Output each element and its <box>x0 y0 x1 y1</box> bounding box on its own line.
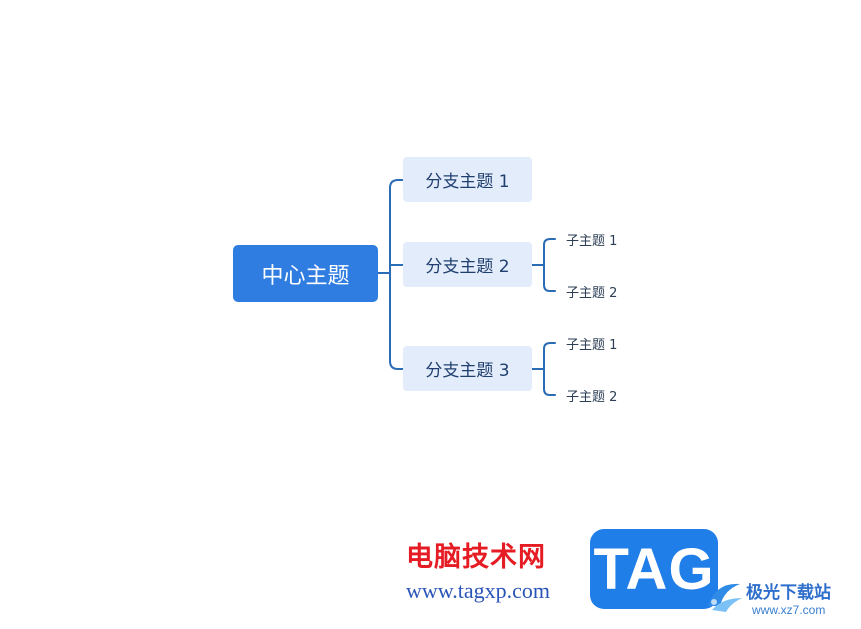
central-topic[interactable]: 中心主题 <box>233 245 378 302</box>
branch-topic-3[interactable]: 分支主题 3 <box>403 346 532 391</box>
watermark-site-url: www.tagxp.com <box>406 578 550 603</box>
aurora-logo-icon <box>708 583 742 612</box>
subtopic-2-1[interactable]: 子主题 1 <box>566 233 618 249</box>
watermark-xz-name: 极光下载站 <box>746 583 831 603</box>
connector-b2-sub-2 <box>543 264 556 292</box>
connector-b3-sub-2 <box>543 368 556 396</box>
branch-topic-2[interactable]: 分支主题 2 <box>403 242 532 287</box>
watermark-site-name: 电脑技术网 <box>406 542 546 573</box>
watermark-xz-url: www.xz7.com <box>752 603 826 617</box>
subtopic-3-1[interactable]: 子主题 1 <box>566 337 618 353</box>
connector-branch-3 <box>389 272 404 370</box>
connector-b2-sub-1 <box>543 238 556 266</box>
watermark-tag-logo: TAG <box>590 529 718 609</box>
subtopic-3-2[interactable]: 子主题 2 <box>566 389 618 405</box>
branch-topic-1[interactable]: 分支主题 1 <box>403 157 532 202</box>
connector-b3-sub-1 <box>543 342 556 370</box>
connector-branch-1 <box>389 179 404 274</box>
subtopic-2-2[interactable]: 子主题 2 <box>566 285 618 301</box>
